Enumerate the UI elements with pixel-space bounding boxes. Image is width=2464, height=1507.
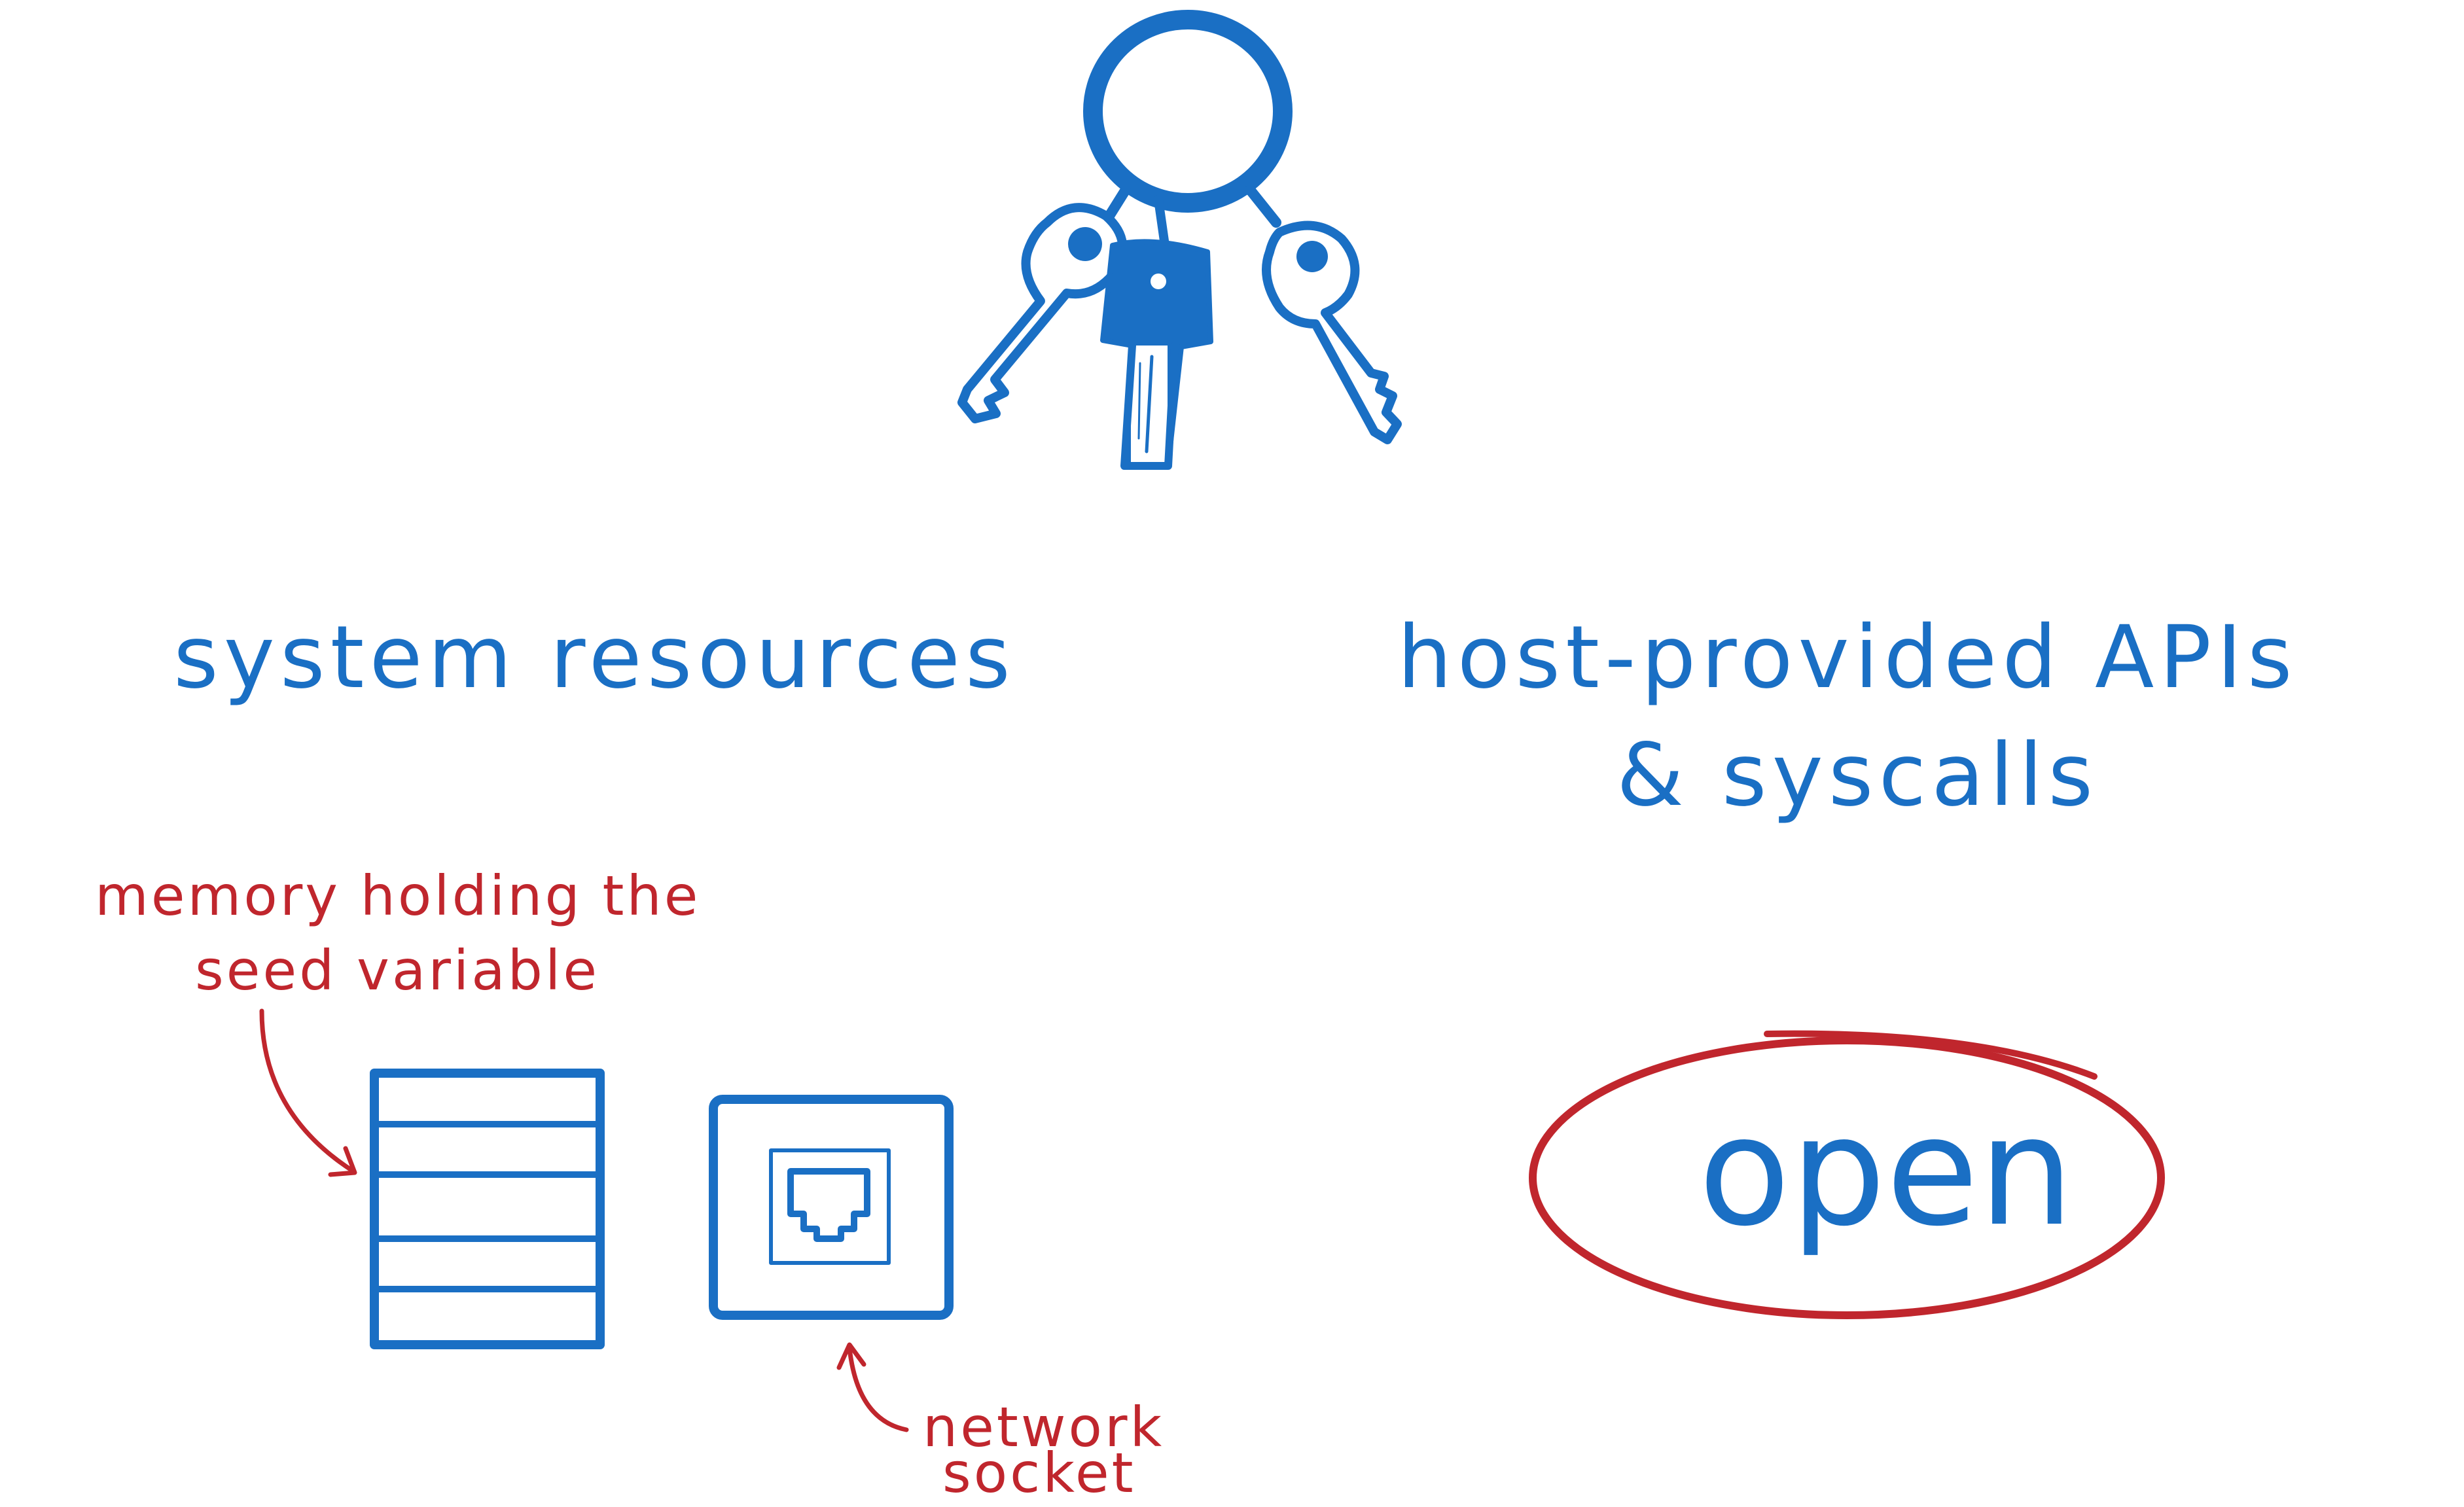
center-key-icon <box>1100 239 1213 470</box>
memory-arrow <box>259 1008 357 1177</box>
right-key-icon <box>1262 221 1402 444</box>
keyring-icon <box>957 10 1402 470</box>
host-apis-heading-line2: & syscalls <box>1616 725 2098 826</box>
memory-annotation-line2: seed variable <box>195 938 599 1002</box>
socket-annotation-line1: network <box>923 1395 1164 1459</box>
network-socket-icon <box>709 1095 954 1320</box>
memory-block-icon <box>370 1069 605 1349</box>
left-key-icon <box>957 203 1128 423</box>
host-apis-heading-line1: host-provided APIs <box>1397 607 2298 708</box>
open-call-circle <box>1529 1030 2165 1319</box>
socket-arrow <box>836 1342 909 1432</box>
memory-annotation-line1: memory holding the <box>95 864 700 928</box>
system-resources-heading: system resources <box>173 607 1016 708</box>
open-call-label: open <box>1698 1085 2074 1260</box>
socket-annotation-line2: socket <box>942 1441 1136 1505</box>
